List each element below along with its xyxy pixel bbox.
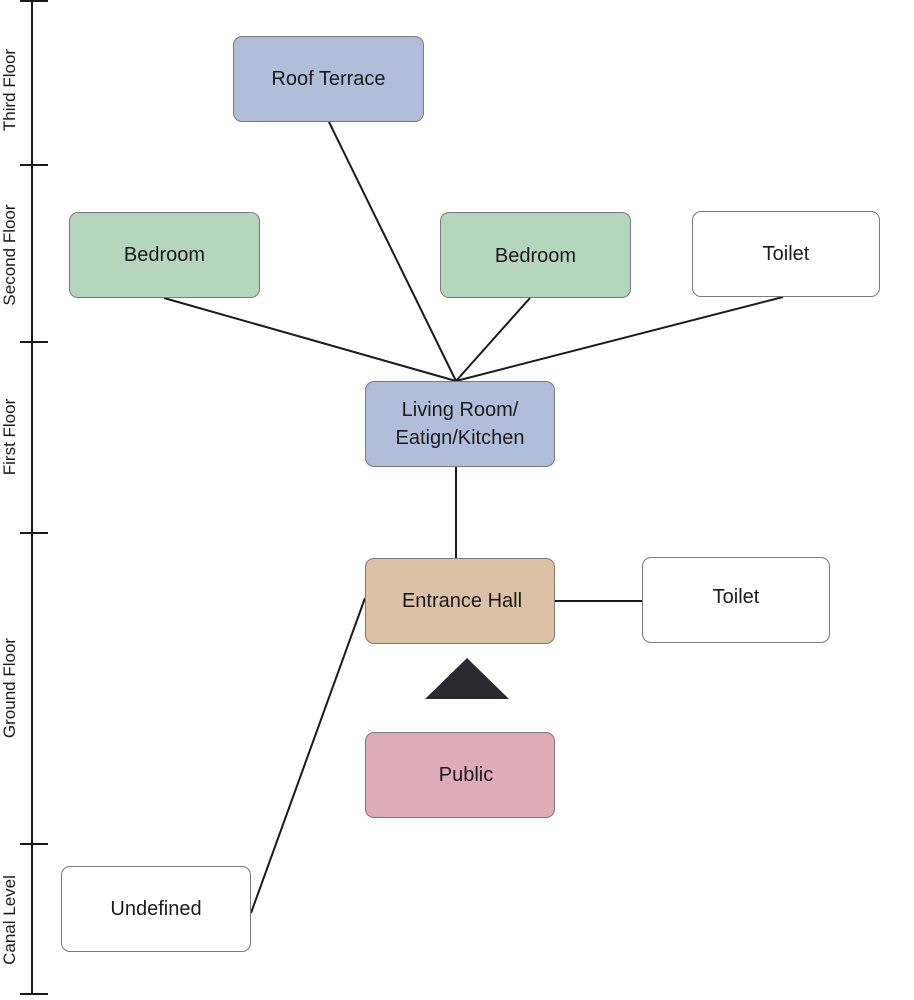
room-roof-terrace: Roof Terrace	[233, 36, 424, 122]
connection-living-roof	[328, 121, 457, 382]
room-entrance-hall: Entrance Hall	[365, 558, 555, 644]
room-label: Toilet	[762, 243, 810, 265]
floor-label-second: Second Floor	[0, 204, 19, 306]
axis-tick	[20, 164, 48, 166]
room-label: Undefined	[110, 898, 202, 920]
axis-tick	[20, 843, 48, 845]
room-bedroom-left: Bedroom	[69, 212, 260, 298]
room-toilet-second-floor: Toilet	[692, 211, 880, 297]
room-toilet-ground-floor: Toilet	[642, 557, 830, 643]
floor-label-canal: Canal Level	[0, 875, 19, 965]
floor-label-first: First Floor	[0, 398, 19, 476]
room-label: Bedroom	[494, 245, 577, 267]
room-label: Toilet	[712, 586, 760, 608]
room-label: Bedroom	[123, 244, 206, 266]
axis-tick	[20, 341, 48, 343]
room-undefined: Undefined	[61, 866, 251, 952]
axis-line	[31, 0, 33, 995]
connection-living-toilet-second	[455, 296, 784, 382]
connection-living-bedroom-left	[163, 297, 457, 382]
floor-axis: Third Floor Second Floor First Floor Gro…	[0, 0, 60, 1000]
room-label: Entrance Hall	[401, 590, 523, 612]
axis-tick	[20, 532, 48, 534]
room-public: Public	[365, 732, 555, 818]
room-living-room: Living Room/ Eatign/Kitchen	[365, 381, 555, 467]
connection-entrance-undefined	[250, 597, 366, 914]
triangle-up-icon	[425, 658, 509, 699]
connection-living-bedroom-right	[455, 297, 531, 382]
room-label: Public	[438, 764, 494, 786]
floor-label-third: Third Floor	[0, 48, 19, 132]
floor-label-ground: Ground Floor	[0, 637, 19, 739]
room-label: Living Room/ Eatign/Kitchen	[395, 399, 525, 449]
axis-tick	[20, 993, 48, 995]
axis-tick	[20, 0, 48, 2]
room-bedroom-right: Bedroom	[440, 212, 631, 298]
room-label: Roof Terrace	[271, 68, 386, 90]
